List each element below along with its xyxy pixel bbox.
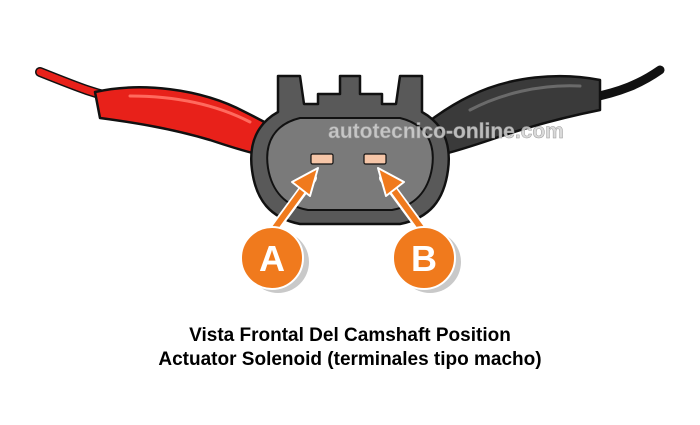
red-clip-highlight (128, 94, 252, 124)
label-a-text: A (259, 238, 285, 279)
caption-line-1: Vista Frontal Del Camshaft Position (189, 325, 511, 346)
black-clip-highlight (468, 84, 582, 112)
watermark-text: autotecnico-online.com (328, 120, 564, 143)
label-marker-a: A (240, 226, 309, 293)
label-b-text: B (411, 238, 437, 279)
connector (249, 74, 451, 226)
caption-line-2: Actuator Solenoid (terminales tipo macho… (158, 349, 542, 370)
terminal-b (363, 153, 387, 165)
arrow-a (267, 167, 319, 237)
arrow-b (377, 167, 429, 237)
terminal-a (310, 153, 334, 165)
label-marker-b: B (392, 226, 461, 293)
